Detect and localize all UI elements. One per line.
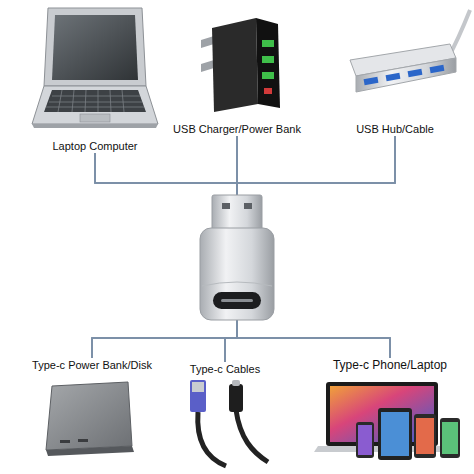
usb-c-port <box>213 292 261 309</box>
laptop-keys <box>46 90 144 112</box>
powerbank-port <box>78 439 88 442</box>
usb-a-hole <box>222 203 230 209</box>
cable-wire <box>198 412 226 466</box>
phone <box>356 422 374 458</box>
laptop-lid <box>44 8 146 86</box>
hub-port <box>408 69 423 77</box>
device-node: Type-c Phone/Laptop <box>315 358 465 466</box>
powerbank-body <box>46 382 132 450</box>
device-label: USB Charger/Power Bank <box>173 122 301 136</box>
usb-c-tip <box>232 380 240 386</box>
usb-a-tip <box>192 382 204 392</box>
hub-port <box>430 65 445 73</box>
laptop-base <box>32 86 158 124</box>
devices-illustration <box>314 382 460 460</box>
usb-c-tongue <box>221 299 253 302</box>
device-node: Type-c Power Bank/Disk <box>17 358 167 458</box>
connector-line <box>92 136 395 358</box>
charger-side <box>212 18 258 112</box>
cables-illustration <box>190 380 268 466</box>
connector-layer <box>92 136 395 362</box>
laptop-screen <box>52 15 138 80</box>
device-label: Type-c Cables <box>190 362 260 376</box>
charger-port <box>262 72 274 79</box>
laptop-touchpad <box>80 114 110 122</box>
tablet-screen <box>381 412 409 456</box>
device-label: Type-c Power Bank/Disk <box>32 358 152 372</box>
laptop-illustration <box>32 8 158 128</box>
device-node: Type-c Cables <box>175 362 275 468</box>
tablet <box>378 408 412 460</box>
cable-wire <box>236 410 268 462</box>
device-label: USB Hub/Cable <box>356 122 434 136</box>
device-node: USB Hub/Cable <box>340 4 450 136</box>
device-node: Laptop Computer <box>20 4 170 153</box>
usb-a-connector <box>190 380 206 412</box>
powerbank-illustration <box>46 382 134 456</box>
charger-prong <box>201 36 214 48</box>
adapter-body <box>200 228 274 320</box>
laptop-keyboard <box>44 90 146 112</box>
usb-a-hole <box>244 203 252 209</box>
adapter-face-edge <box>202 282 272 286</box>
phone <box>440 418 460 458</box>
phone-screen <box>358 425 372 455</box>
charger-illustration <box>201 18 280 112</box>
charger-front <box>256 18 280 108</box>
device-node: USB Charger/Power Bank <box>170 4 304 136</box>
phone-screen <box>416 418 434 454</box>
hub-port <box>364 77 379 85</box>
charger-port <box>262 40 274 47</box>
hub-front <box>356 58 456 92</box>
device-label: Type-c Phone/Laptop <box>333 358 447 372</box>
adapter-illustration <box>200 195 274 320</box>
charger-display <box>264 88 272 94</box>
usb-c-connector <box>229 384 243 412</box>
hub-port <box>386 73 401 81</box>
phone-screen <box>442 422 458 454</box>
phone <box>414 414 436 458</box>
hub-illustration <box>350 10 470 92</box>
laptop-edge <box>32 124 158 128</box>
powerbank-edge <box>46 446 134 456</box>
charger-prong <box>201 60 214 72</box>
charger-port <box>262 56 274 63</box>
device-label: Laptop Computer <box>53 139 138 153</box>
powerbank-port <box>60 440 70 443</box>
